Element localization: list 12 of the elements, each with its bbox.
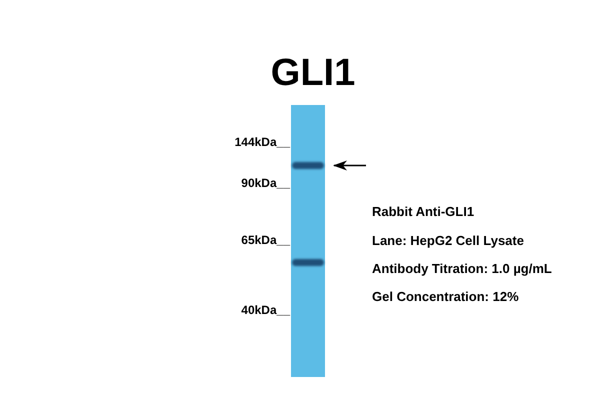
note-text: Gel Concentration: 12% <box>372 289 519 304</box>
note-text: Antibody Titration: 1.0 µg/mL <box>372 261 552 276</box>
marker-label: 90kDa__ <box>241 176 290 190</box>
note-text: Lane: HepG2 Cell Lysate <box>372 233 524 248</box>
marker-label: 65kDa__ <box>241 233 290 247</box>
marker-label: 144kDa__ <box>234 135 290 149</box>
blot-title: GLI1 <box>270 52 356 95</box>
arrow <box>333 160 366 170</box>
note-text: Rabbit Anti-GLI1 <box>372 204 474 219</box>
marker-label: 40kDa__ <box>241 303 290 317</box>
protein-band <box>292 162 324 169</box>
blot-lane <box>291 105 325 377</box>
